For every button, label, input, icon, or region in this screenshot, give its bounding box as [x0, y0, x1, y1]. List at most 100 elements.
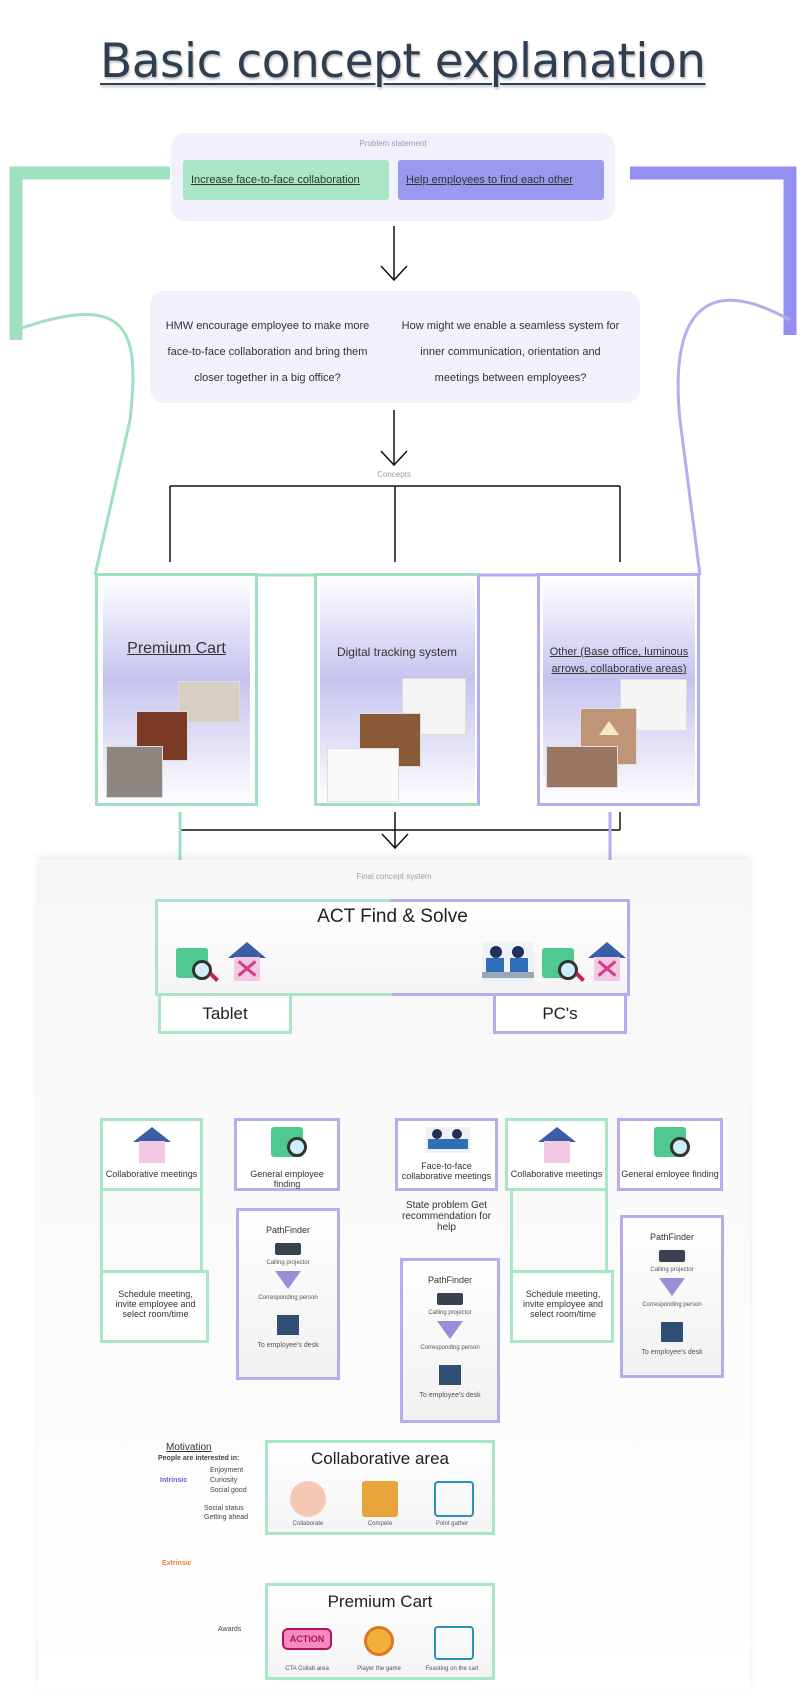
hmw-panel: [150, 291, 640, 403]
people-meeting-icon: [482, 942, 534, 984]
projector-icon: [437, 1293, 463, 1305]
problem-purple-label: Help employees to find each other: [398, 160, 604, 200]
act-box-purple-top: [390, 899, 630, 902]
office-photo: [546, 746, 618, 788]
state-problem-text: State problem Get recommendation for hel…: [402, 1200, 491, 1233]
pc-finding-label: General emloyee finding: [621, 1169, 719, 1179]
concept-title-other: Other (Base office, luminous arrows, col…: [549, 646, 689, 675]
pathfinder-step1: Calling projector: [428, 1310, 472, 1316]
problem-caption: Problem statement: [359, 139, 427, 148]
collab-area-box: Collaborative area Collaborate Compete P…: [265, 1440, 495, 1535]
extrinsic-item-2: Getting ahead: [204, 1514, 248, 1521]
pathfinder-step2: Corresponding person: [420, 1345, 480, 1351]
extrinsic-item-1: Social status: [204, 1505, 244, 1512]
concept-card-other: Other (Base office, luminous arrows, col…: [537, 573, 700, 806]
concepts-caption: Concepts: [377, 470, 411, 479]
problem-green-label: Increase face-to-face collaboration: [183, 160, 389, 200]
tablet-schedule-text: Schedule meeting, invite employee and se…: [115, 1289, 196, 1319]
desk-icon: [439, 1365, 461, 1385]
concept-card-premium-cart: Premium Cart: [95, 573, 258, 806]
app-screenshot: [327, 748, 399, 802]
pathfinder-title: PathFinder: [265, 1225, 311, 1235]
pc-schedule-text: Schedule meeting, invite employee and se…: [522, 1289, 604, 1319]
desk-icon: [277, 1315, 299, 1335]
hmw-left: HMW encourage employee to make more face…: [165, 320, 370, 384]
hmw-right: How might we enable a seamless system fo…: [401, 320, 620, 384]
people-meeting-icon: [426, 1127, 470, 1153]
final-caption: Final concept system: [356, 872, 432, 881]
tablet-pathfinder-card: PathFinder Calling projector Correspondi…: [236, 1208, 340, 1380]
tablet-collab-line: [100, 1191, 103, 1271]
tablet-finding-card: General employee finding: [234, 1118, 340, 1191]
pathfinder-step2: Corresponding person: [642, 1302, 702, 1308]
tablet-collab-card: Collaborative meetings: [100, 1118, 203, 1191]
concept-title-premium-cart: Premium Cart: [127, 640, 226, 657]
premium-cart-box: Premium Cart ACTION CTA Collab area Play…: [265, 1583, 495, 1680]
tablet-schedule-card: Schedule meeting, invite employee and se…: [100, 1270, 209, 1343]
sketch-image: [178, 681, 240, 723]
cart-icon: [434, 1626, 474, 1660]
collaborate-icon: [290, 1481, 326, 1517]
pathfinder-title: PathFinder: [649, 1232, 695, 1242]
house-tools-icon: [226, 942, 268, 984]
act-title: ACT Find & Solve: [317, 906, 468, 927]
corresponding-icon: [275, 1271, 301, 1289]
house-tools-icon: [133, 1127, 171, 1142]
premium-item-3: Feasting on the cart: [425, 1666, 479, 1672]
pathfinder-step1: Calling projector: [650, 1267, 694, 1273]
pathfinder-step2: Corresponding person: [258, 1295, 318, 1301]
tablet-finding-label: General employee finding: [250, 1169, 324, 1189]
collab-item-2: Compete: [367, 1521, 393, 1527]
motivation-subtitle: People are interested in:: [158, 1455, 240, 1462]
pc-finding-card: General emloyee finding: [617, 1118, 723, 1191]
pathfinder-step3: To employee's desk: [641, 1349, 703, 1356]
motivation-title: Motivation: [166, 1442, 212, 1453]
collab-item-3: Point gather: [435, 1521, 469, 1527]
extrinsic-item-3: Awards: [218, 1626, 242, 1633]
cart-photo-2: [106, 746, 163, 798]
pathfinder-step3: To employee's desk: [257, 1342, 319, 1349]
corresponding-icon: [437, 1321, 463, 1339]
tablet-collab-line-2: [200, 1191, 203, 1271]
tablet-collab-label: Collaborative meetings: [105, 1169, 198, 1179]
pc-schedule-card: Schedule meeting, invite employee and se…: [510, 1270, 614, 1343]
extrinsic-label: Extrinsic: [162, 1560, 192, 1567]
pc-pathfinder-card-2: PathFinder Calling projector Correspondi…: [620, 1215, 724, 1378]
pcs-label: PC's: [493, 993, 627, 1034]
pc-face-label: Face-to-face collaborative meetings: [401, 1161, 492, 1181]
medal-icon: [364, 1626, 394, 1656]
pathfinder-step1: Calling projector: [266, 1260, 310, 1266]
intrinsic-item-3: Social good: [210, 1487, 247, 1494]
desk-icon: [661, 1322, 683, 1342]
intrinsic-item-1: Enjoyment: [210, 1467, 244, 1474]
tablet-label: Tablet: [158, 993, 292, 1034]
page-title: Basic concept explanation: [100, 34, 706, 89]
concept-title-tracking: Digital tracking system: [336, 645, 458, 659]
up-arrow-icon: [599, 721, 619, 735]
compete-icon: [362, 1481, 398, 1517]
cart-icon: [434, 1481, 474, 1517]
pc-collab-line: [510, 1191, 513, 1271]
intrinsic-item-2: Curiosity: [210, 1477, 238, 1484]
house-tools-icon: [538, 1127, 576, 1142]
pc-collab-line-2: [605, 1191, 608, 1271]
collab-item-1: Collaborate: [292, 1521, 324, 1527]
pc-collab-label: Collaborative meetings: [510, 1169, 603, 1179]
concept-card-tracking: Digital tracking system: [314, 573, 480, 806]
chart-image: [620, 679, 687, 731]
map-search-icon-2: [542, 944, 585, 982]
corresponding-icon: [659, 1278, 685, 1296]
pc-pathfinder-card: PathFinder Calling projector Correspondi…: [400, 1258, 500, 1423]
premium-cart-title: Premium Cart: [327, 1592, 433, 1611]
intrinsic-label: Intrinsic: [160, 1477, 188, 1484]
pc-collab-card: Collaborative meetings: [505, 1118, 608, 1191]
premium-item-2: Player the game: [357, 1666, 401, 1672]
premium-item-1: CTA Collab area: [285, 1666, 329, 1672]
map-search-icon: [176, 944, 219, 982]
pathfinder-title: PathFinder: [427, 1275, 473, 1285]
projector-icon: [659, 1250, 685, 1262]
collab-area-title: Collaborative area: [311, 1449, 449, 1468]
action-badge-icon: ACTION: [282, 1628, 332, 1650]
house-tools-icon-2: [586, 942, 628, 984]
pathfinder-step3: To employee's desk: [419, 1392, 481, 1399]
